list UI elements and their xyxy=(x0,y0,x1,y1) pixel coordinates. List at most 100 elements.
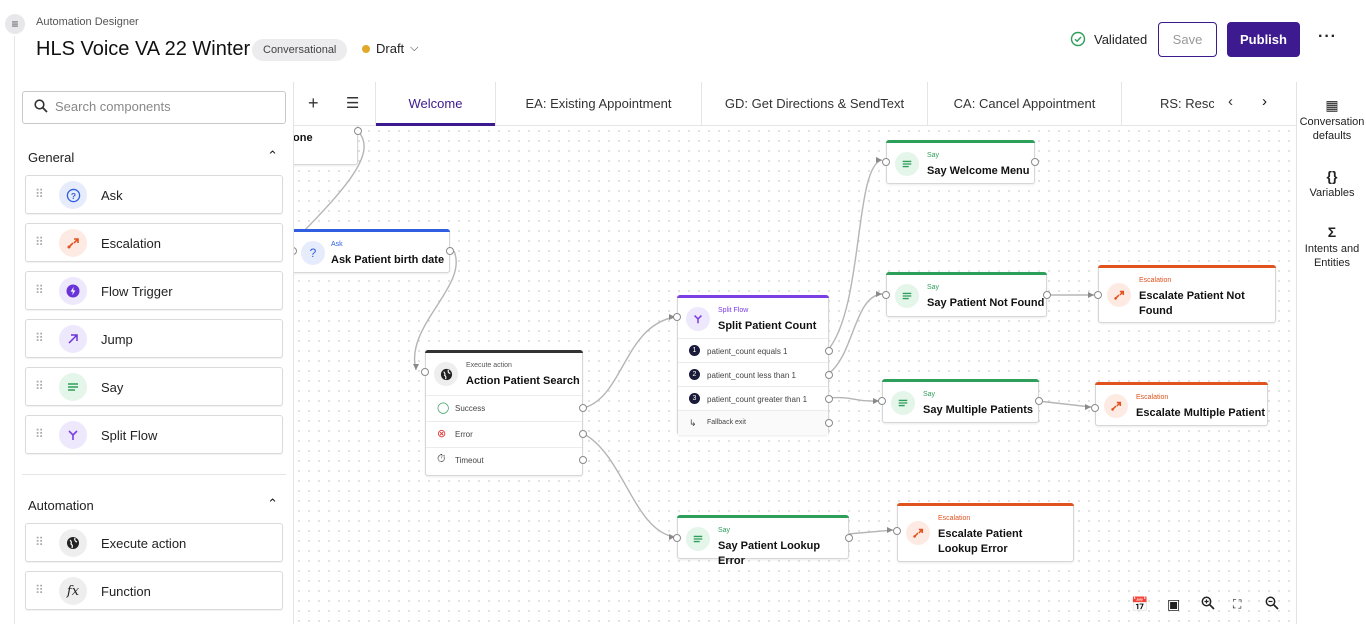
output-port[interactable] xyxy=(1031,158,1039,166)
intents-entities-button[interactable]: Σ Intents and Entities xyxy=(1297,225,1366,270)
input-port[interactable] xyxy=(1091,404,1099,412)
calendar-icon[interactable]: 📅 xyxy=(1131,596,1149,612)
flow-node-say-multiple[interactable]: Say Say Multiple Patients xyxy=(878,379,1043,423)
drag-handle-icon[interactable]: ⠿ xyxy=(35,379,44,393)
output-port[interactable] xyxy=(825,395,833,403)
flow-node-ask[interactable]: ? Ask Ask Patient birth date xyxy=(294,229,454,273)
flow-node-escalate-lookup-error[interactable]: Escalation Escalate Patient Lookup Error xyxy=(893,503,1074,562)
component-jump[interactable]: ⠿ Jump xyxy=(25,319,283,358)
chevron-up-icon[interactable]: ⌃ xyxy=(267,496,278,511)
input-port[interactable] xyxy=(673,313,681,321)
output-row-timeout[interactable]: ⏱ Timeout xyxy=(426,447,587,472)
output-port[interactable] xyxy=(825,419,833,427)
drag-handle-icon[interactable]: ⠿ xyxy=(35,235,44,249)
branch-row-1[interactable]: 1 patient_count equals 1 xyxy=(678,338,833,363)
timer-icon: ⏱ xyxy=(437,453,446,465)
component-ask[interactable]: ⠿ ? Ask xyxy=(25,175,283,214)
tab-cancel-appointment[interactable]: CA: Cancel Appointment xyxy=(928,82,1122,126)
component-function[interactable]: ⠿ fx Function xyxy=(25,571,283,610)
output-port[interactable] xyxy=(446,247,454,255)
flow-canvas[interactable]: one ? Ask Ask Patient birth date Execute… xyxy=(294,126,1296,624)
tab-reschedule[interactable]: RS: Resch xyxy=(1160,96,1214,111)
node-name: Split Patient Count xyxy=(718,320,817,332)
drag-handle-icon[interactable]: ⠿ xyxy=(35,583,44,597)
conversation-defaults-button[interactable]: ▦ Conversation defaults xyxy=(1297,98,1366,143)
component-label: Escalation xyxy=(101,236,161,251)
tab-existing-appointment[interactable]: EA: Existing Appointment xyxy=(496,82,702,126)
drag-handle-icon[interactable]: ⠿ xyxy=(35,427,44,441)
output-port[interactable] xyxy=(1035,397,1043,405)
zoom-in-icon[interactable] xyxy=(1201,596,1215,613)
search-input[interactable] xyxy=(55,99,275,114)
component-escalation[interactable]: ⠿ Escalation xyxy=(25,223,283,262)
node-type: Execute action xyxy=(466,362,512,369)
input-port[interactable] xyxy=(421,368,429,376)
component-label: Ask xyxy=(101,188,123,203)
section-header-general[interactable]: General ⌃ xyxy=(28,148,278,165)
branch-label: patient_count equals 1 xyxy=(707,347,788,356)
output-port[interactable] xyxy=(1043,291,1051,299)
output-row-error[interactable]: ⊗ Error xyxy=(426,421,587,446)
input-port[interactable] xyxy=(673,534,681,542)
save-button[interactable]: Save xyxy=(1158,22,1217,57)
status-dropdown[interactable]: Draft ⌵ xyxy=(362,41,419,56)
branch-number-3: 3 xyxy=(689,393,700,404)
zoom-out-icon[interactable] xyxy=(1265,596,1279,613)
node-accent-bar xyxy=(882,379,1039,382)
input-port[interactable] xyxy=(893,527,901,535)
component-split-flow[interactable]: ⠿ Split Flow xyxy=(25,415,283,454)
flow-node-execute-action[interactable]: Execute action Action Patient Search ◯ S… xyxy=(421,350,587,476)
flow-node-escalate-multiple[interactable]: Escalation Escalate Multiple Patient xyxy=(1091,382,1268,426)
section-header-automation[interactable]: Automation ⌃ xyxy=(28,496,278,513)
globe-icon xyxy=(434,362,458,386)
input-port[interactable] xyxy=(294,247,297,255)
tab-get-directions[interactable]: GD: Get Directions & SendText xyxy=(702,82,928,126)
minimap-icon[interactable]: ▣ xyxy=(1167,596,1181,612)
table-icon: ▦ xyxy=(1325,97,1339,113)
menu-icon[interactable]: ≡ xyxy=(5,14,25,34)
flow-node-say-welcome[interactable]: Say Say Welcome Menu xyxy=(882,140,1039,184)
drag-handle-icon[interactable]: ⠿ xyxy=(35,283,44,297)
output-port[interactable] xyxy=(825,347,833,355)
fallback-row[interactable]: ↳ Fallback exit xyxy=(678,410,833,435)
more-options-icon[interactable]: ··· xyxy=(1318,28,1337,45)
output-port[interactable] xyxy=(579,404,587,412)
output-port[interactable] xyxy=(579,456,587,464)
flow-node-split[interactable]: Split Flow Split Patient Count 1 patient… xyxy=(673,295,833,435)
flow-node-say-not-found[interactable]: Say Say Patient Not Found xyxy=(882,272,1051,317)
add-flow-icon[interactable]: + xyxy=(308,93,319,113)
fit-screen-icon[interactable]: ⛶ xyxy=(1233,597,1242,611)
output-port[interactable] xyxy=(845,534,853,542)
tab-welcome[interactable]: Welcome xyxy=(376,82,496,126)
drag-handle-icon[interactable]: ⠿ xyxy=(35,331,44,345)
drag-handle-icon[interactable]: ⠿ xyxy=(35,187,44,201)
branch-row-3[interactable]: 3 patient_count greater than 1 xyxy=(678,386,833,411)
output-label: Timeout xyxy=(455,456,484,465)
escalation-icon xyxy=(1104,394,1128,418)
chevron-right-icon[interactable]: › xyxy=(1262,93,1267,110)
input-port[interactable] xyxy=(1094,291,1102,299)
flow-node-say-lookup-error[interactable]: Say Say Patient Lookup Error xyxy=(673,515,853,567)
flow-node-partial[interactable]: one xyxy=(294,126,362,165)
variables-button[interactable]: {} Variables xyxy=(1297,169,1366,200)
component-flow-trigger[interactable]: ⠿ Flow Trigger xyxy=(25,271,283,310)
output-port[interactable] xyxy=(354,127,362,135)
search-box[interactable] xyxy=(22,91,286,124)
branch-row-2[interactable]: 2 patient_count less than 1 xyxy=(678,362,833,387)
input-port[interactable] xyxy=(882,158,890,166)
output-row-success[interactable]: ◯ Success xyxy=(426,395,587,420)
input-port[interactable] xyxy=(882,291,890,299)
publish-button[interactable]: Publish xyxy=(1227,22,1300,57)
flow-node-escalate-not-found[interactable]: Escalation Escalate Patient Not Found xyxy=(1094,265,1276,323)
drag-handle-icon[interactable]: ⠿ xyxy=(35,535,44,549)
component-say[interactable]: ⠿ Say xyxy=(25,367,283,406)
list-icon[interactable]: ☰ xyxy=(346,95,360,112)
output-port[interactable] xyxy=(825,371,833,379)
output-port[interactable] xyxy=(579,430,587,438)
node-name: Say Multiple Patients xyxy=(923,404,1034,416)
node-type: Say xyxy=(923,391,936,398)
input-port[interactable] xyxy=(878,397,886,405)
component-execute-action[interactable]: ⠿ Execute action xyxy=(25,523,283,562)
chevron-up-icon[interactable]: ⌃ xyxy=(267,148,278,163)
chevron-left-icon[interactable]: ‹ xyxy=(1228,93,1233,110)
